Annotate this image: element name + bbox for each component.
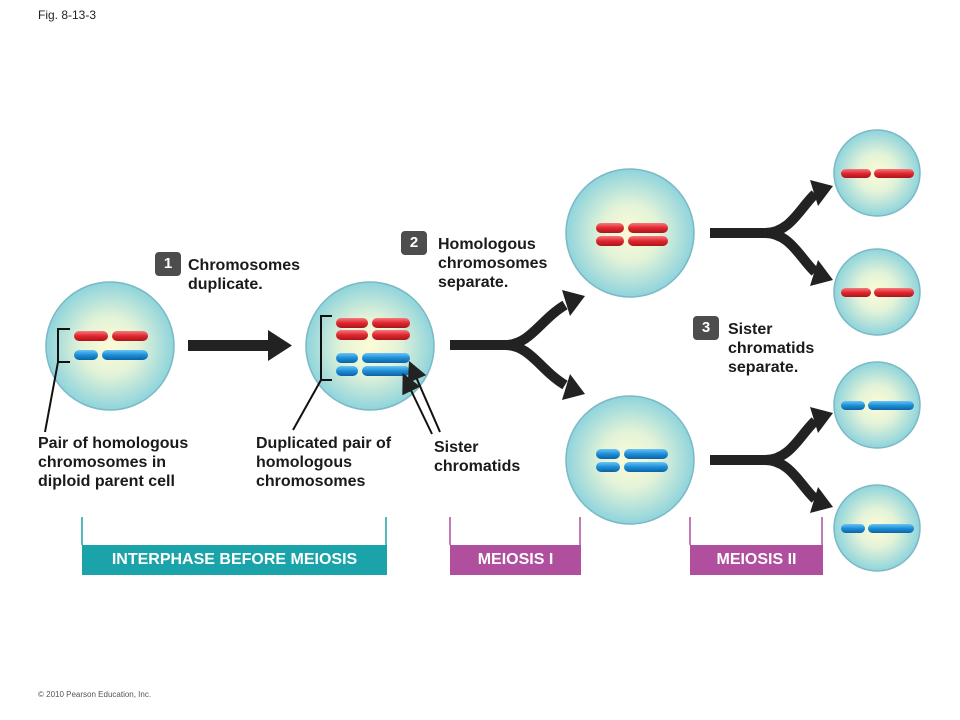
meiosis2-bar: MEIOSIS II [690, 545, 823, 575]
red-chromosome [74, 331, 148, 341]
blue-chromosome [74, 350, 148, 360]
split-arrow-icon-meiosis1 [450, 290, 585, 400]
step-1-label: Chromosomes duplicate. [188, 257, 301, 293]
step-2-badge: 2 [401, 231, 427, 255]
split-arrow-icon-meiosis2-top [710, 180, 833, 286]
figure-label: Fig. 8-13-3 [38, 8, 97, 22]
pair-bracket [57, 328, 70, 363]
meiosis1-bracket [449, 517, 581, 545]
duplicated-label: Duplicated pair of homologous chromosome… [256, 435, 392, 490]
pair-leader-line [44, 361, 59, 433]
interphase-bracket [81, 517, 387, 545]
duplicated-leader-line [292, 379, 322, 431]
duplicated-cell [305, 281, 435, 411]
meiosis1-blue-chromosome [596, 449, 668, 472]
meiosis1-red-chromosome [596, 223, 668, 246]
meiosis2-blue-chromatid-bottom [841, 524, 914, 533]
straight-arrow-icon [188, 330, 292, 361]
meiosis2-red-chromatid-top [841, 169, 914, 178]
duplicated-blue-chromosome [336, 353, 410, 376]
step-3-label: Sister chromatids separate. [728, 321, 815, 376]
meiosis1-bar: MEIOSIS I [450, 545, 581, 575]
meiosis1-cell-blue [565, 395, 695, 525]
sister-pointer-2 [402, 372, 433, 435]
duplicated-bracket [320, 315, 332, 381]
meiosis2-red-chromatid-bottom [841, 288, 914, 297]
meiosis2-blue-chromatid-top [841, 401, 914, 410]
sister-chromatids-label: Sister chromatids [434, 439, 521, 475]
step-2-label: Homologous chromosomes separate. [438, 236, 548, 291]
parent-cell [45, 281, 175, 411]
split-arrow-icon-meiosis2-bottom [710, 407, 833, 513]
step-3-badge: 3 [693, 316, 719, 340]
duplicated-red-chromosome [336, 318, 410, 340]
meiosis1-cell-red [565, 168, 695, 298]
interphase-bar: INTERPHASE BEFORE MEIOSIS [82, 545, 387, 575]
pair-label: Pair of homologous chromosomes in diploi… [38, 435, 189, 490]
copyright: © 2010 Pearson Education, Inc. [38, 690, 152, 699]
meiosis2-bracket [689, 517, 823, 545]
step-1-badge: 1 [155, 252, 181, 276]
